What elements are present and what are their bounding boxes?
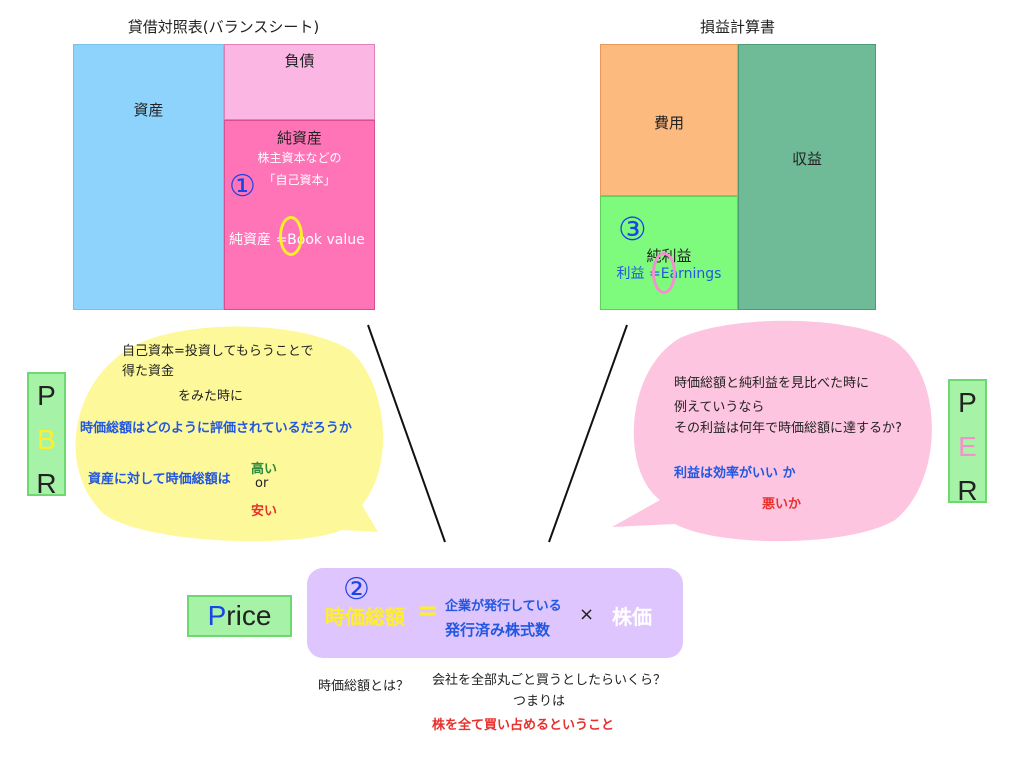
per-efficiency-bad: 悪いか	[762, 497, 802, 512]
pbr-line2: 得た資金	[122, 364, 175, 379]
marker-2: ②	[343, 572, 370, 607]
stock-price-term: 株価	[612, 605, 652, 629]
net-assets-label: 純資産	[276, 129, 322, 147]
liabilities-label: 負債	[284, 52, 315, 70]
pbr-relative: 資産に対して時価総額は	[88, 472, 231, 487]
market-cap-formula: ② 時価総額 = 企業が発行している 発行済み株式数 × 株価	[307, 568, 683, 658]
pbr-letter-b: B	[37, 424, 56, 455]
expenses-label: 費用	[653, 114, 684, 132]
market-cap-term: 時価総額	[325, 605, 405, 629]
pbr-line1: 自己資本=投資してもらうことで	[122, 344, 314, 359]
pbr-letter-r: R	[36, 468, 57, 499]
explanation-question: 時価総額とは？	[318, 679, 410, 694]
pbr-or: or	[255, 476, 269, 491]
pbr-speech-bubble	[75, 326, 384, 542]
explanation-line1: 会社を全部丸ごと買うとしたらいくら？	[432, 673, 667, 688]
revenue-block: 収益	[738, 44, 876, 310]
net-assets-desc-line2: 「自己資本」	[263, 173, 336, 187]
highlight-ellipse-book-value	[279, 216, 303, 256]
shares-line1: 企業が発行している	[445, 599, 562, 614]
expenses-block: 費用	[600, 44, 738, 196]
price-letter-p: P	[207, 600, 227, 631]
assets-label: 資産	[133, 101, 164, 119]
per-badge: P E R	[948, 379, 987, 506]
highlight-ellipse-earnings	[652, 252, 676, 294]
per-letter-p: P	[958, 387, 977, 418]
pbr-question: 時価総額はどのように評価されているだろうか	[80, 421, 352, 436]
per-letter-e: E	[958, 431, 977, 462]
revenue-label: 収益	[791, 150, 822, 168]
net-assets-block: 純資産 株主資本などの 「自己資本」 純資産 =Book value	[224, 120, 375, 310]
pbr-high: 高い	[251, 462, 278, 477]
liabilities-block: 負債	[224, 44, 375, 120]
balance-sheet-title: 貸借対照表(バランスシート)	[127, 18, 320, 36]
net-assets-desc-line1: 株主資本などの	[257, 151, 342, 165]
marker-1: ①	[229, 169, 256, 204]
income-statement-title: 損益計算書	[699, 18, 775, 36]
price-rest: rice	[226, 600, 272, 631]
pbr-low: 安い	[251, 504, 278, 519]
assets-block: 資産	[73, 44, 224, 310]
times-sign: ×	[579, 604, 595, 625]
explanation-line2: つまりは	[513, 694, 566, 709]
connector-line-right	[548, 324, 628, 543]
price-badge: Price	[187, 595, 292, 637]
connector-line-left	[367, 324, 446, 543]
pbr-letter-p: P	[37, 380, 56, 411]
per-letter-r: R	[957, 475, 978, 506]
per-line2: 例えていうなら	[674, 400, 765, 415]
marker-3: ③	[618, 210, 647, 248]
pbr-line3: をみた時に	[178, 389, 244, 404]
explanation-line3: 株を全て買い占めるということ	[432, 718, 615, 733]
pbr-badge: P B R	[27, 372, 66, 499]
per-line1: 時価総額と純利益を見比べた時に	[674, 376, 870, 391]
equals-sign: =	[417, 596, 439, 626]
shares-line2: 発行済み株式数	[445, 621, 551, 639]
per-line3: その利益は何年で時価総額に達するか?	[674, 421, 902, 436]
per-speech-bubble	[612, 320, 932, 542]
per-efficiency-good: 利益は効率がいい か	[674, 466, 796, 481]
